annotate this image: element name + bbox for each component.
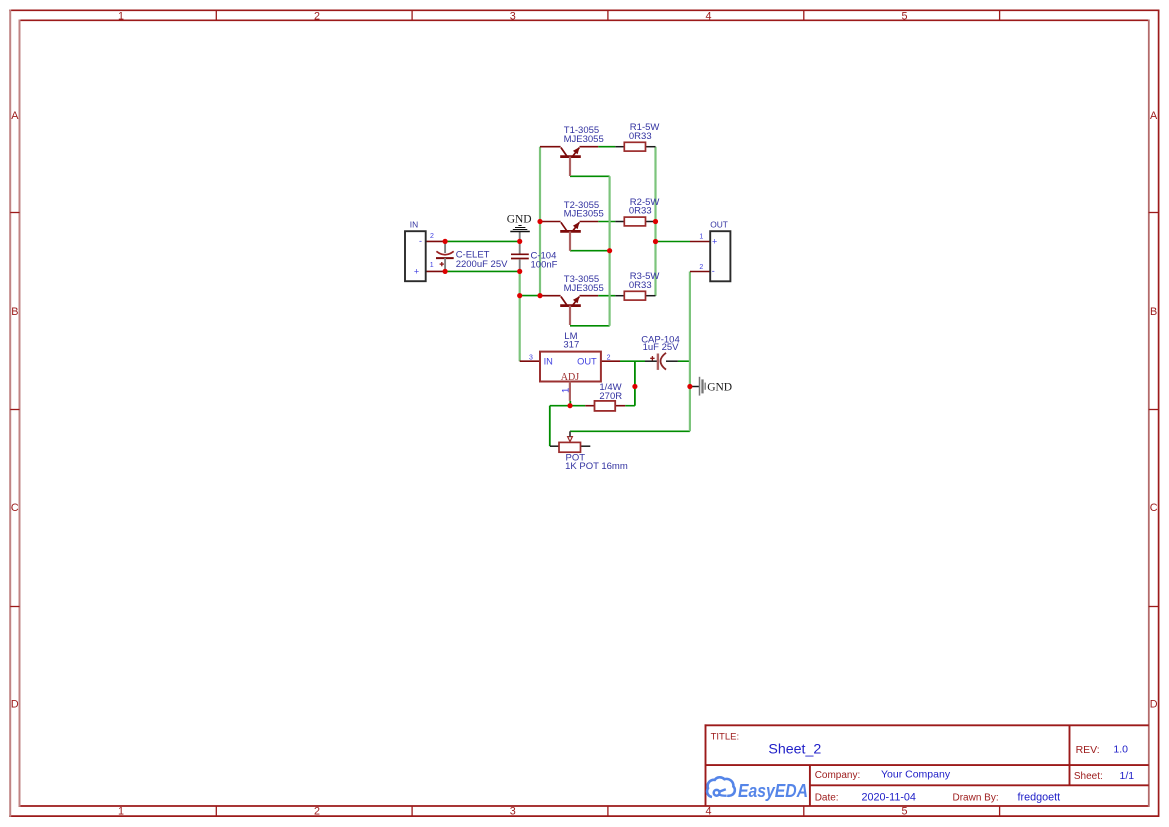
svg-text:C: C [1150, 502, 1158, 514]
svg-text:POT: POT [566, 452, 586, 463]
svg-text:1K POT 16mm: 1K POT 16mm [565, 461, 628, 472]
svg-text:Your Company: Your Company [881, 769, 951, 781]
svg-text:OUT: OUT [577, 357, 597, 367]
svg-text:EasyEDA: EasyEDA [738, 780, 808, 801]
svg-text:1: 1 [118, 806, 124, 818]
svg-text:MJE3055: MJE3055 [564, 283, 604, 294]
svg-text:1: 1 [430, 262, 434, 269]
svg-text:1: 1 [118, 11, 124, 23]
svg-text:2: 2 [314, 806, 320, 818]
svg-text:317: 317 [563, 339, 579, 350]
svg-text:3: 3 [510, 806, 516, 818]
svg-text:GND: GND [507, 213, 532, 225]
svg-text:MJE3055: MJE3055 [564, 134, 604, 145]
svg-text:C: C [11, 502, 19, 514]
svg-text:R3-5W: R3-5W [630, 271, 660, 282]
svg-text:0R33: 0R33 [629, 206, 652, 217]
svg-text:A: A [1150, 110, 1158, 122]
svg-text:2: 2 [607, 355, 611, 362]
svg-text:Company:: Company: [815, 770, 861, 781]
svg-text:Sheet_2: Sheet_2 [768, 742, 821, 758]
svg-text:-: - [712, 266, 715, 276]
svg-text:1uF 25V: 1uF 25V [643, 342, 680, 353]
svg-text:B: B [11, 306, 18, 318]
svg-text:100nF: 100nF [531, 259, 558, 270]
svg-text:1.0: 1.0 [1113, 744, 1128, 756]
svg-text:3: 3 [529, 355, 533, 362]
svg-text:IN: IN [410, 220, 418, 230]
svg-text:D: D [11, 699, 19, 711]
svg-text:4: 4 [705, 11, 711, 23]
svg-text:2: 2 [699, 264, 703, 271]
svg-text:T1-3055: T1-3055 [564, 125, 599, 136]
svg-text:1/4W: 1/4W [599, 382, 621, 393]
svg-text:C-ELET: C-ELET [456, 250, 490, 261]
svg-text:T3-3055: T3-3055 [564, 274, 599, 285]
svg-text:R1-5W: R1-5W [630, 122, 660, 133]
svg-text:0R33: 0R33 [629, 131, 652, 142]
svg-text:TITLE:: TITLE: [711, 731, 740, 742]
svg-text:1: 1 [699, 233, 703, 240]
svg-text:GND: GND [707, 382, 732, 394]
svg-text:IN: IN [544, 357, 553, 367]
svg-text:Date:: Date: [815, 793, 839, 804]
svg-text:LM: LM [564, 331, 577, 342]
svg-text:270R: 270R [599, 391, 622, 402]
svg-text:REV:: REV: [1076, 744, 1100, 756]
svg-text:0R33: 0R33 [629, 280, 652, 291]
svg-text:+: + [414, 267, 419, 277]
svg-text:T2-3055: T2-3055 [564, 200, 599, 211]
svg-text:2: 2 [430, 233, 434, 240]
svg-text:3: 3 [510, 11, 516, 23]
svg-text:-: - [419, 236, 422, 246]
svg-text:B: B [1150, 306, 1157, 318]
svg-text:2200uF 25V: 2200uF 25V [456, 259, 508, 270]
svg-text:1: 1 [561, 388, 572, 393]
svg-text:OUT: OUT [710, 219, 728, 229]
svg-text:fredgoett: fredgoett [1018, 792, 1061, 804]
svg-text:D: D [1150, 699, 1158, 711]
svg-text:C-104: C-104 [531, 251, 557, 262]
svg-text:2020-11-04: 2020-11-04 [862, 792, 916, 804]
svg-text:4: 4 [705, 806, 711, 818]
svg-text:A: A [11, 110, 19, 122]
svg-text:5: 5 [901, 806, 907, 818]
svg-text:MJE3055: MJE3055 [564, 209, 604, 220]
svg-text:+: + [712, 237, 717, 247]
svg-text:ADJ: ADJ [561, 372, 579, 383]
svg-text:5: 5 [901, 11, 907, 23]
svg-text:Drawn By:: Drawn By: [953, 793, 999, 804]
svg-text:R2-5W: R2-5W [630, 197, 660, 208]
svg-text:CAP-104: CAP-104 [641, 334, 680, 345]
svg-text:1/1: 1/1 [1120, 770, 1135, 782]
svg-text:Sheet:: Sheet: [1074, 771, 1103, 782]
svg-text:2: 2 [314, 11, 320, 23]
